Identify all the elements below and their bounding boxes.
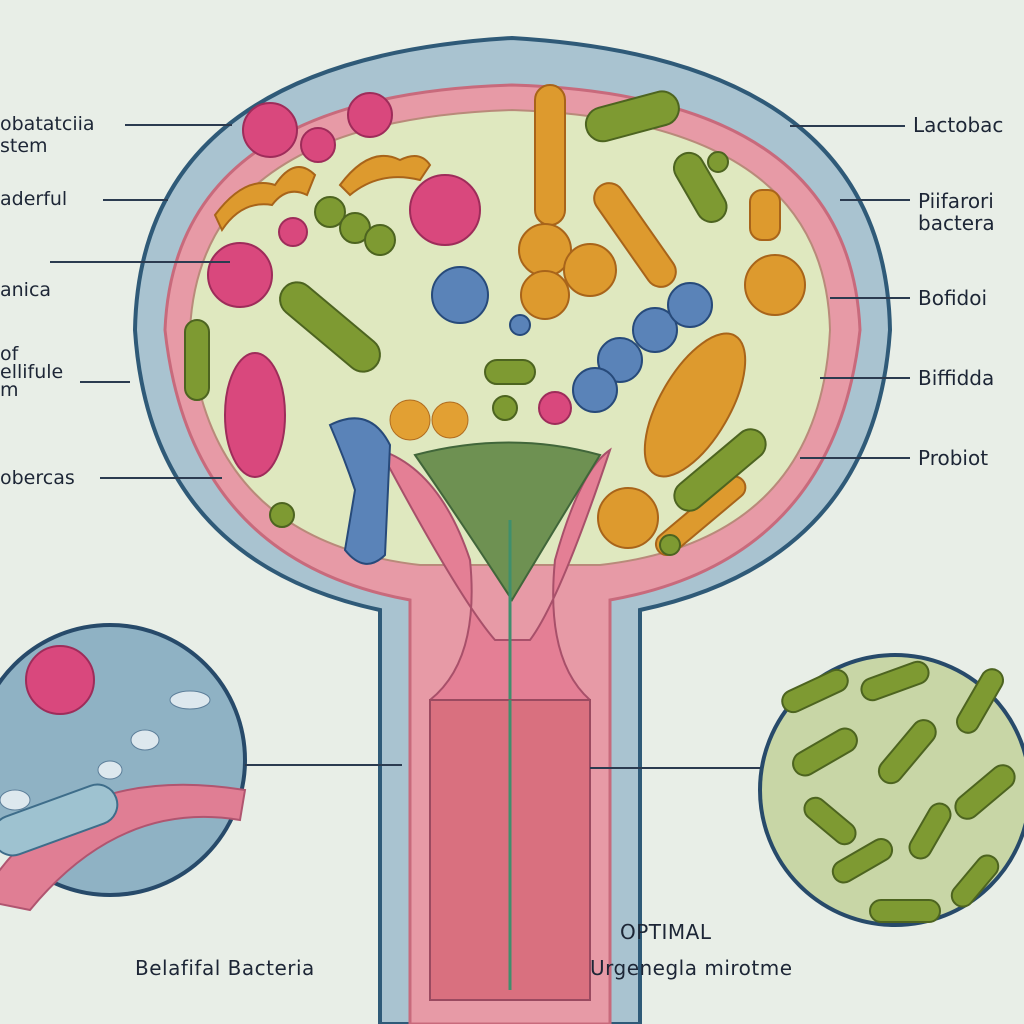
caption-microbiome: Urgenegla mirotme	[590, 956, 793, 980]
beneficial-bacteria-magnified	[0, 623, 247, 912]
label-text: stem	[0, 135, 48, 157]
cervical-canal-top	[413, 441, 602, 602]
label-text: Lactobac	[913, 113, 1004, 137]
pink-cocci	[207, 92, 572, 478]
label-text: aderful	[0, 188, 68, 210]
label-text: m	[0, 379, 19, 401]
label-right-5: Probiot	[918, 447, 988, 469]
label-text: Piifarori	[918, 189, 994, 213]
optimal-microbiome-magnified	[758, 653, 1024, 927]
label-text: obercas	[0, 467, 75, 489]
label-right-4: Biffidda	[918, 367, 994, 389]
label-right-3: Bofidoi	[918, 287, 987, 309]
label-text: anica	[0, 279, 52, 301]
label-text: of	[0, 343, 19, 365]
blue-bacteria	[328, 266, 713, 565]
orange-chain-bacteria	[213, 84, 806, 557]
label-left-2: aderful	[0, 188, 67, 210]
green-rod-bacteria	[184, 90, 767, 556]
label-text: ellifule	[0, 361, 64, 383]
leader-lines	[50, 124, 910, 769]
label-left-5: obercas	[0, 467, 75, 489]
label-text: bactera	[918, 211, 995, 235]
label-text: Probiot	[918, 446, 989, 470]
label-left-3: anica	[0, 279, 51, 301]
orange-cocci	[389, 399, 469, 441]
caption-optimal: OPTIMAL	[620, 920, 712, 944]
label-text: Bofidoi	[918, 286, 988, 310]
label-text: Biffidda	[918, 366, 995, 390]
label-text: obatatciia	[0, 113, 95, 135]
caption-beneficial-bacteria: Belafifal Bacteria	[135, 956, 315, 980]
label-right-1: Lactobac	[913, 114, 1003, 136]
